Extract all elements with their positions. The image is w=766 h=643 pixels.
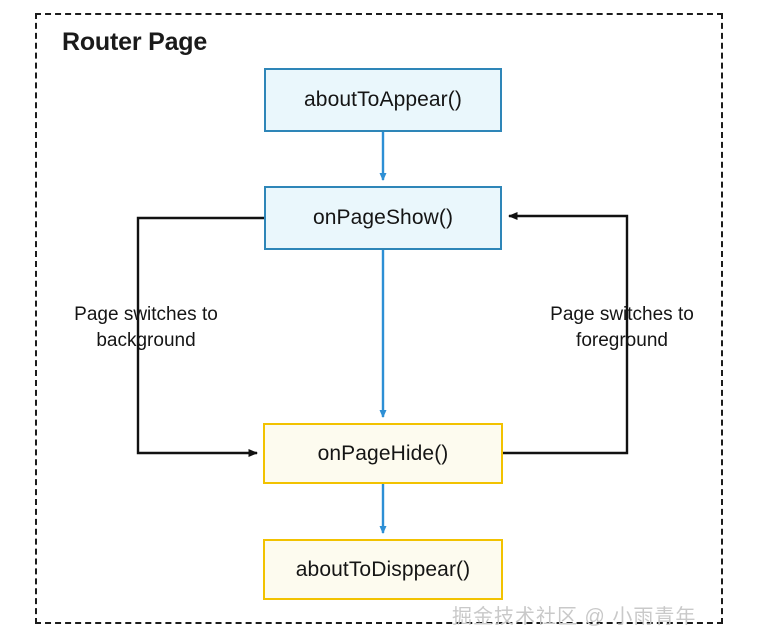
node-label: onPageShow() [312,206,454,229]
node-about-to-disppear[interactable]: aboutToDisppear() [263,539,503,600]
node-label: aboutToAppear() [304,88,462,111]
edge-label-page-switches-to-background: Page switches to background [74,304,218,351]
page-title: Router Page [62,28,208,56]
watermark: 掘金技术社区 @ 小雨青年 [452,606,697,628]
node-on-page-show[interactable]: onPageShow() [264,186,502,250]
node-on-page-hide[interactable]: onPageHide() [263,423,503,484]
node-about-to-appear[interactable]: aboutToAppear() [264,68,502,132]
node-label: aboutToDisppear() [295,557,471,581]
router-page-container [35,13,723,624]
edge-label-page-switches-to-foreground: Page switches to foreground [550,304,694,351]
node-label: onPageHide() [317,441,449,465]
